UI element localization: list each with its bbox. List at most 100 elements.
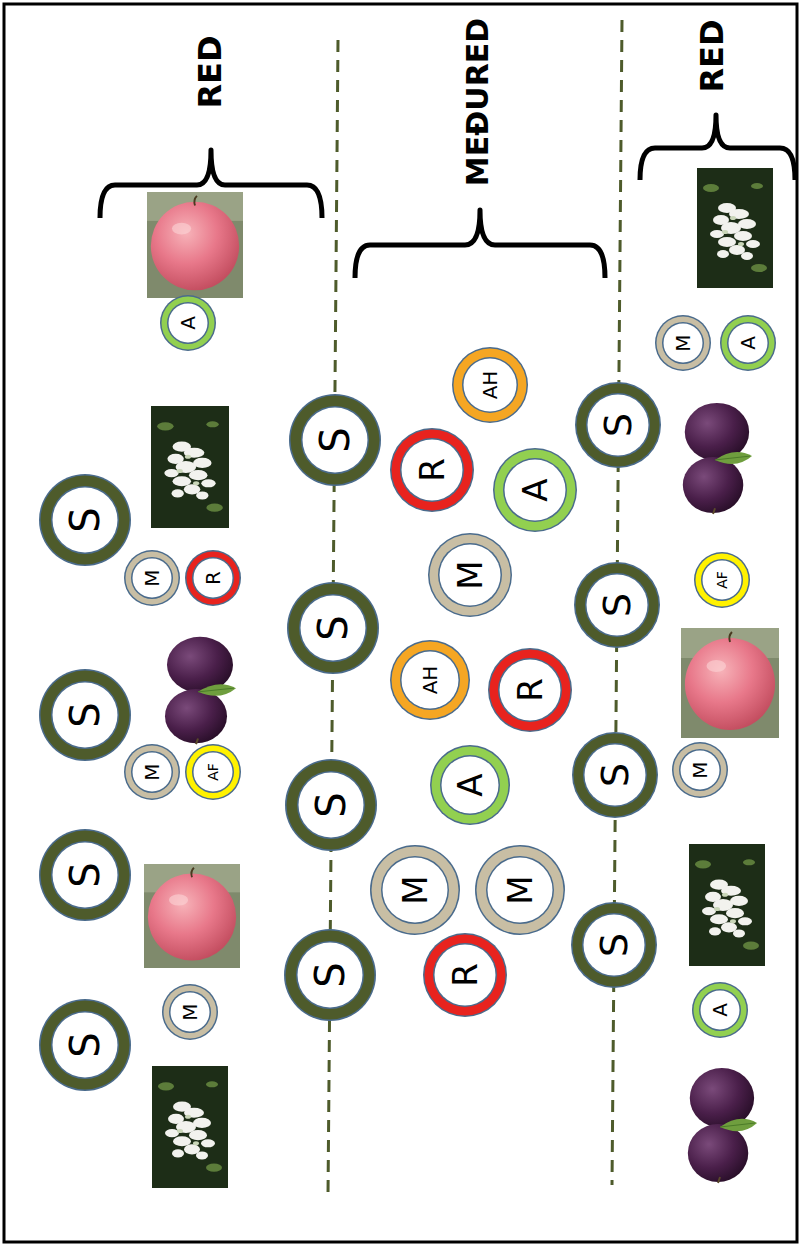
- ring-band: [438, 543, 502, 607]
- ring-band: [674, 744, 727, 797]
- ring-band: [701, 991, 740, 1030]
- ring-band: [425, 935, 506, 1016]
- acacia-photo: [697, 168, 773, 288]
- ring-band: [167, 302, 209, 344]
- ring-band: [133, 753, 172, 792]
- ring-circle: A: [692, 982, 748, 1038]
- ring-band: [432, 747, 509, 824]
- ring-circle: M: [124, 550, 180, 606]
- ring-band: [133, 559, 172, 598]
- ring-band: [131, 557, 173, 599]
- ring-band: [672, 742, 728, 798]
- ring-band: [126, 746, 179, 799]
- node-letter: M: [142, 763, 162, 780]
- ring-circle: M: [428, 533, 512, 617]
- ring-band: [51, 1011, 119, 1079]
- ring-circle: S: [289, 394, 381, 486]
- ring-band: [301, 596, 366, 661]
- node-letter: S: [310, 962, 350, 987]
- ring-band: [585, 573, 649, 637]
- ring-circle: S: [39, 474, 131, 566]
- ring-band: [383, 858, 448, 923]
- ring-circle: AH: [390, 640, 470, 720]
- ring-band: [162, 984, 218, 1040]
- ring-band: [169, 991, 211, 1033]
- ring-band: [187, 552, 240, 605]
- ring-band: [289, 584, 378, 673]
- plum-photo: [683, 403, 752, 514]
- node-letter: A: [453, 773, 487, 796]
- ring-band: [584, 915, 645, 976]
- frame-border: [4, 4, 797, 1242]
- ring-band: [692, 982, 748, 1038]
- ring-circle: R: [185, 550, 241, 606]
- ring-band: [664, 324, 703, 363]
- plum-photo: [688, 1068, 757, 1183]
- apple-photo: [147, 192, 243, 298]
- ring-band: [285, 759, 377, 851]
- ring-band: [41, 671, 130, 760]
- ring-circle: R: [390, 428, 474, 512]
- ring-band: [722, 317, 775, 370]
- ring-band: [442, 757, 499, 814]
- node-letter: AF: [206, 763, 220, 781]
- ring-band: [701, 559, 743, 601]
- ring-band: [301, 406, 369, 474]
- ring-band: [727, 322, 769, 364]
- node-letter: A: [738, 336, 758, 350]
- ring-band: [729, 324, 768, 363]
- ring-circle: S: [574, 562, 660, 648]
- plum-photo: [165, 637, 236, 744]
- ring-band: [126, 552, 179, 605]
- ring-circle: AF: [694, 552, 750, 608]
- ring-band: [372, 847, 459, 934]
- ring-band: [490, 650, 571, 731]
- ring-band: [477, 847, 564, 934]
- ring-band: [498, 658, 562, 722]
- ring-circle: AF: [185, 744, 241, 800]
- ring-band: [299, 594, 367, 662]
- ring-band: [488, 648, 572, 732]
- ring-circle: S: [39, 669, 131, 761]
- ring-band: [41, 831, 130, 920]
- node-letter: S: [65, 702, 105, 727]
- ring-band: [694, 552, 750, 608]
- ring-band: [574, 734, 657, 817]
- ring-band: [41, 1001, 130, 1090]
- ring-circle: S: [571, 902, 657, 988]
- acacia-photo: [152, 1066, 228, 1188]
- ring-circle: A: [720, 315, 776, 371]
- ring-band: [503, 458, 567, 522]
- apple-photo: [144, 864, 240, 968]
- ring-band: [572, 732, 658, 818]
- node-letter: S: [599, 413, 637, 437]
- node-letter: A: [710, 1003, 730, 1017]
- ring-band: [287, 761, 376, 850]
- ring-band: [287, 582, 379, 674]
- ring-band: [381, 856, 449, 924]
- ring-band: [192, 751, 234, 793]
- ring-circle: S: [572, 732, 658, 818]
- ring-band: [495, 450, 576, 531]
- node-letter: R: [415, 458, 449, 482]
- ring-band: [298, 943, 363, 1008]
- node-letter: M: [398, 875, 432, 904]
- ring-band: [440, 755, 500, 815]
- node-letter: R: [513, 678, 547, 702]
- ring-circle: M: [672, 742, 728, 798]
- ring-band: [51, 841, 119, 909]
- ring-band: [41, 476, 130, 565]
- ring-band: [299, 773, 364, 838]
- ring-band: [486, 856, 554, 924]
- node-letter: S: [315, 427, 355, 452]
- ring-band: [720, 315, 776, 371]
- node-letter: AF: [715, 571, 729, 589]
- ring-band: [430, 535, 511, 616]
- ring-band: [370, 845, 460, 935]
- ring-band: [400, 650, 460, 710]
- row-label: RED: [194, 35, 226, 108]
- ring-band: [585, 745, 646, 806]
- ring-band: [576, 564, 659, 647]
